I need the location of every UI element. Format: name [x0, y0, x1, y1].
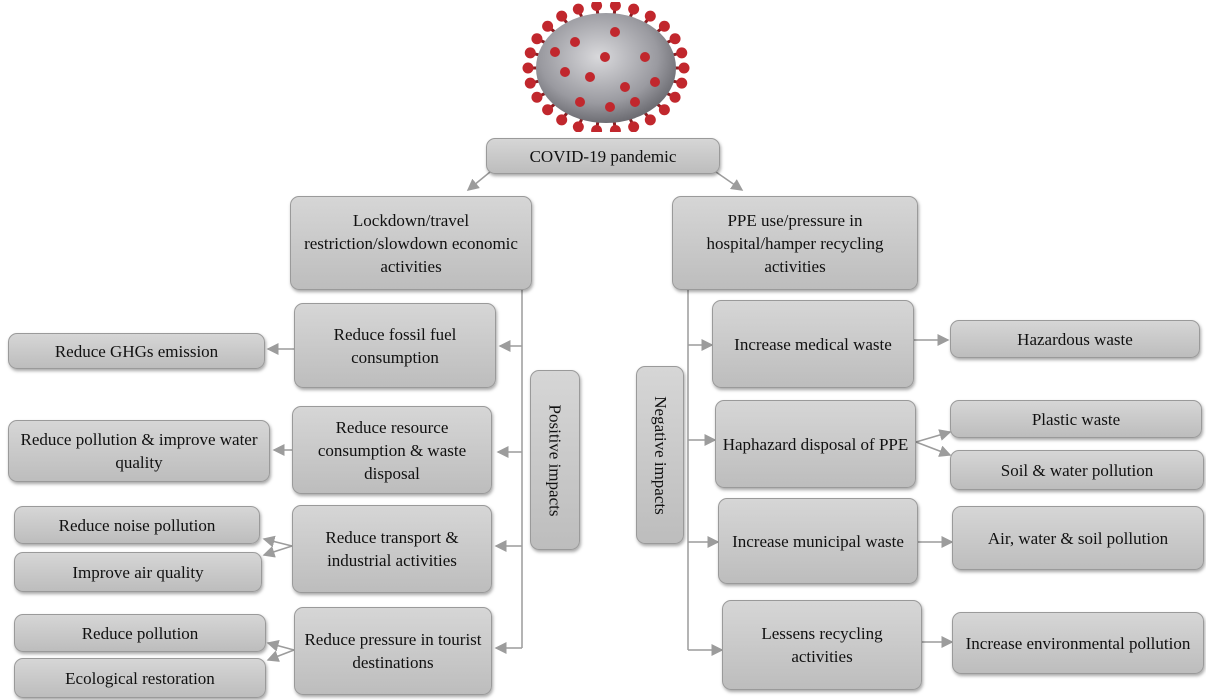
left-cause-node: Lockdown/travel restriction/slowdown eco…: [290, 196, 532, 290]
right-outcome-node: Hazardous waste: [950, 320, 1200, 358]
right-outcome-node: Air, water & soil pollution: [952, 506, 1204, 570]
right-cause-node: PPE use/pressure in hospital/hamper recy…: [672, 196, 918, 290]
left-effect-node: Reduce transport & industrial activities: [292, 505, 492, 593]
positive-impacts-text: Positive impacts: [545, 404, 565, 516]
left-effect-node: Reduce fossil fuel consumption: [294, 303, 496, 388]
negative-impacts-label: Negative impacts: [636, 366, 684, 544]
right-effect-node: Increase medical waste: [712, 300, 914, 388]
left-outcome-node: Reduce pollution & improve water quality: [8, 420, 270, 482]
left-outcome-node: Reduce noise pollution: [14, 506, 260, 544]
left-effect-node: Reduce pressure in tourist destinations: [294, 607, 492, 695]
root-node: COVID-19 pandemic: [486, 138, 720, 174]
right-effect-node: Lessens recycling activities: [722, 600, 922, 690]
right-effect-node: Increase municipal waste: [718, 498, 918, 584]
right-outcome-node: Increase environmental pollution: [952, 612, 1204, 674]
left-outcome-node: Improve air quality: [14, 552, 262, 592]
right-outcome-node: Plastic waste: [950, 400, 1202, 438]
coronavirus-icon: [522, 2, 690, 132]
left-outcome-node: Reduce pollution: [14, 614, 266, 652]
left-outcome-node: Ecological restoration: [14, 658, 266, 698]
left-outcome-node: Reduce GHGs emission: [8, 333, 265, 369]
negative-impacts-text: Negative impacts: [650, 395, 670, 515]
right-effect-node: Haphazard disposal of PPE: [715, 400, 916, 488]
positive-impacts-label: Positive impacts: [530, 370, 580, 550]
right-outcome-node: Soil & water pollution: [950, 450, 1204, 490]
left-effect-node: Reduce resource consumption & waste disp…: [292, 406, 492, 494]
